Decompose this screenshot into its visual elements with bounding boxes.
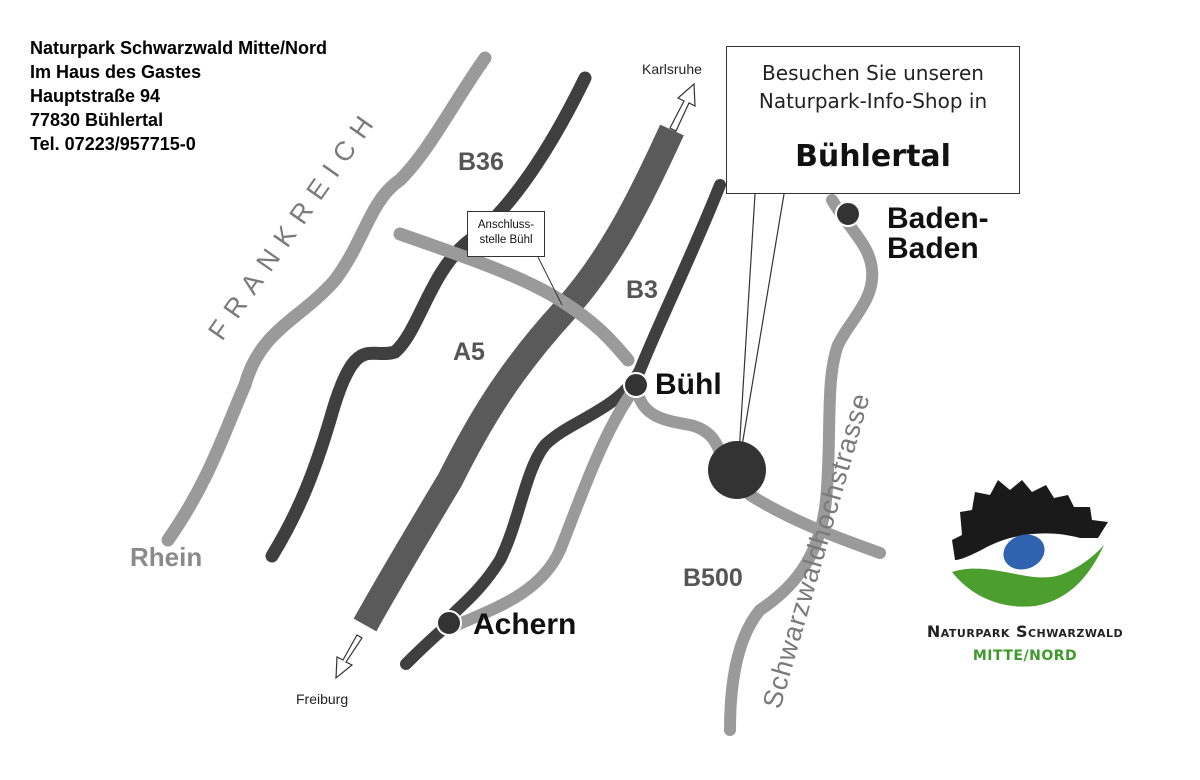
address-line-city: 77830 Bühlertal (30, 110, 164, 130)
road-buehl-buehlertal (630, 379, 728, 464)
rhein-label: Rhein (130, 542, 202, 572)
exit-label-line-2: stelle Bühl (479, 234, 533, 246)
callout-town: Bühlertal (795, 139, 951, 174)
address-line-name: Naturpark Schwarzwald Mitte/Nord (30, 38, 328, 58)
town-marker-baden-baden (835, 201, 861, 227)
exit-pointer (537, 256, 563, 306)
town-marker-achern (436, 610, 462, 636)
road-label-b3: B3 (626, 276, 658, 304)
address-line-house: Im Haus des Gastes (30, 62, 202, 82)
road-b36 (265, 71, 592, 563)
road-label-b500: B500 (683, 564, 743, 592)
road-schwarzwaldhochstrasse (724, 194, 879, 736)
callout-line-1: Besuchen Sie unseren (762, 61, 984, 85)
address-block: Naturpark Schwarzwald Mitte/Nord Im Haus… (30, 36, 327, 156)
road-buehl-achern (444, 389, 636, 634)
logo-green-leaf (952, 545, 1104, 607)
road-b500 (744, 489, 886, 559)
callout-pointer-left (737, 193, 756, 471)
town-label-baden-line2: Baden (887, 232, 979, 265)
info-shop-callout: Besuchen Sie unseren Naturpark-Info-Shop… (726, 46, 1020, 194)
arrow-karlsruhe-icon (669, 82, 696, 132)
road-a5 (353, 124, 684, 632)
road-buehl-west (393, 227, 635, 367)
town-label-baden-line1: Baden- (887, 202, 989, 235)
logo-subtitle: MITTE/NORD (972, 648, 1078, 664)
direction-label-karlsruhe: Karlsruhe (642, 61, 702, 77)
rhein-river (161, 51, 492, 547)
logo-name: Naturpark Schwarzwald (926, 622, 1124, 641)
address-line-street: Hauptstraße 94 (30, 86, 161, 106)
naturpark-logo-icon (952, 480, 1108, 607)
town-label-buehl: Bühl (655, 368, 722, 401)
address-line-phone: Tel. 07223/957715-0 (30, 134, 196, 154)
exit-label-box: Anschluss- stelle Bühl (467, 211, 545, 257)
town-marker-buehl (623, 372, 649, 398)
callout-pointer-right (737, 193, 785, 471)
road-label-a5: A5 (453, 338, 485, 366)
arrow-freiburg-icon (335, 634, 363, 680)
road-label-b36: B36 (458, 148, 504, 176)
exit-label-line-1: Anschluss- (477, 219, 535, 231)
callout-line-2: Naturpark-Info-Shop in (758, 89, 988, 113)
direction-label-freiburg: Freiburg (296, 691, 348, 707)
town-label-achern: Achern (473, 608, 576, 641)
logo-blue-eye (1003, 534, 1045, 570)
town-marker-buehlertal (708, 441, 766, 499)
road-b3 (442, 179, 726, 628)
logo-black-lashes (952, 480, 1108, 560)
